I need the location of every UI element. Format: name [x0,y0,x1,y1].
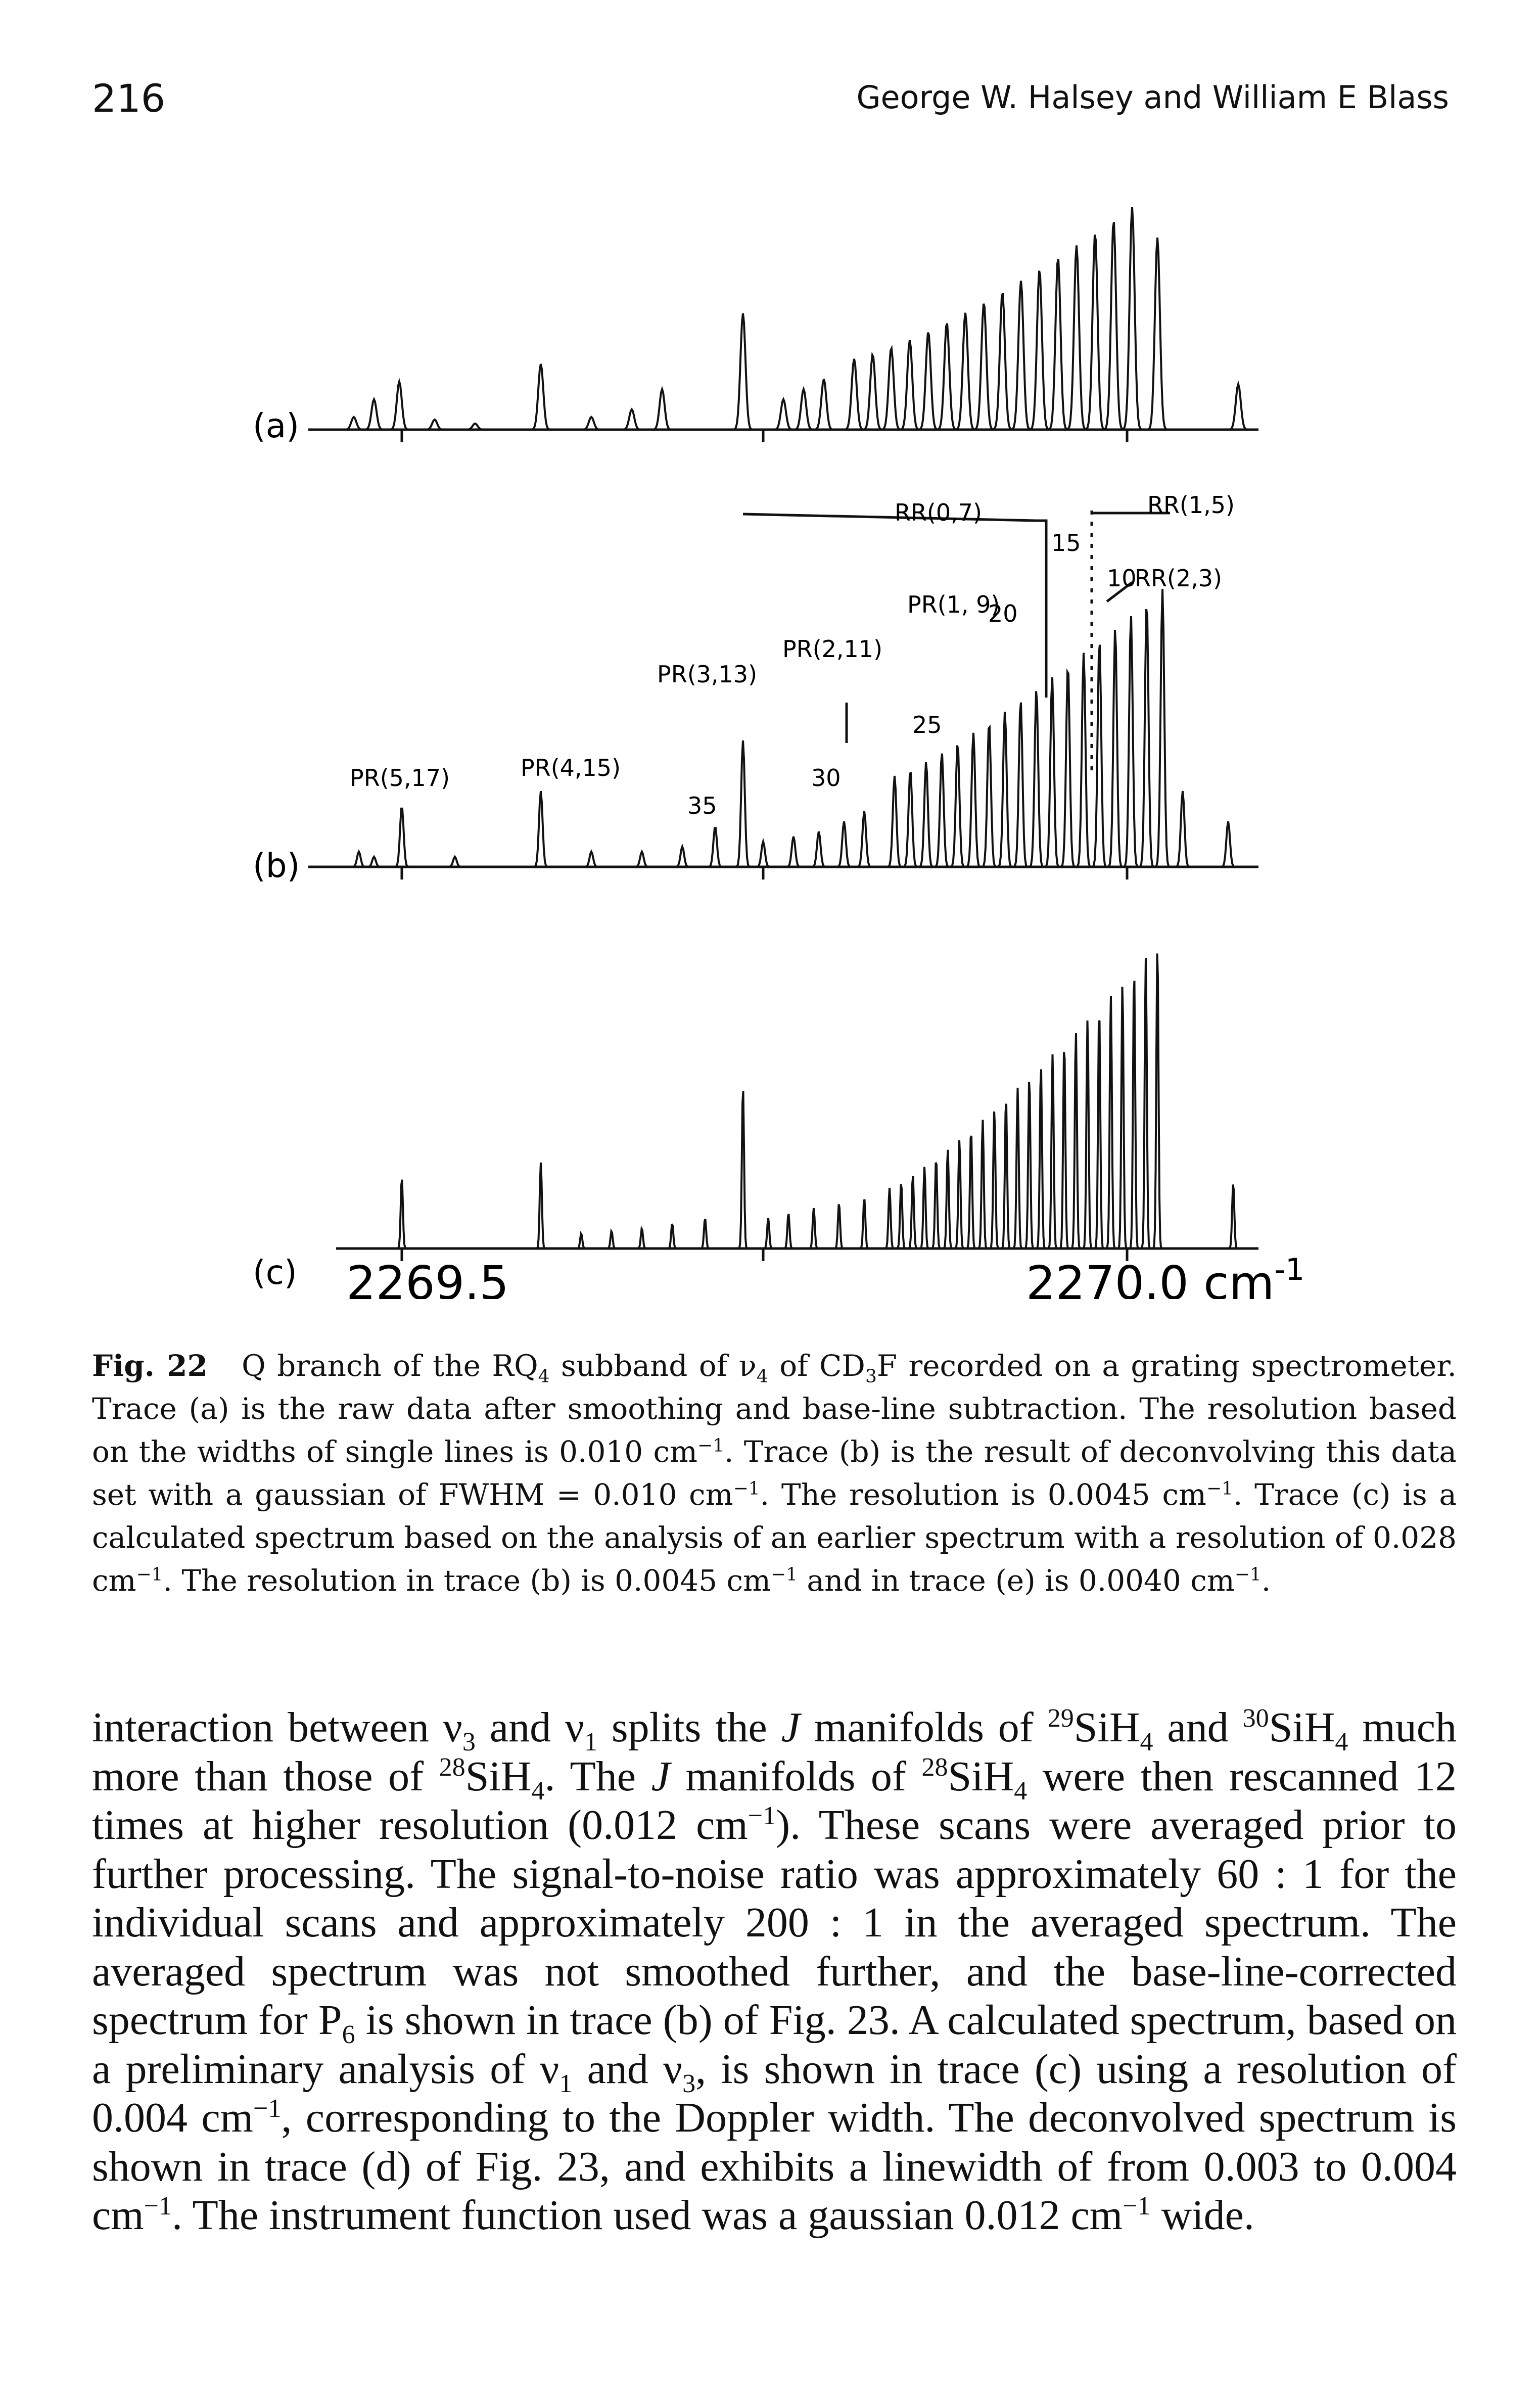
caption-figure-label: Fig. 22 [92,1349,208,1383]
peak-label-rr23: RR(2,3) [1135,565,1222,592]
tick-marks [400,430,1129,1261]
peak-label-n10: 10 [1107,565,1137,592]
peak-label-pr313: PR(3,13) [657,661,757,688]
peak-label-lines [742,511,1170,773]
body-paragraph: interaction between ν3 and ν1 splits the… [92,1704,1457,2239]
trace-b-spectrum [308,588,1258,868]
peak-label-pr517: PR(5,17) [350,764,450,792]
peak-label-rr15: RR(1,5) [1147,491,1235,519]
trace-c-spectrum [336,953,1258,1250]
peak-label-rr07: RR(0,7) [895,499,982,526]
peak-label-n30: 30 [811,764,841,792]
figure-caption: Fig. 22 Q branch of the RQ4 subband of ν… [92,1349,1457,1598]
peak-label-n25: 25 [912,711,942,738]
peak-label-pr415: PR(4,15) [521,754,621,781]
x-tick-left: 2269.5 [346,1256,509,1299]
peak-label-n15: 15 [1051,529,1081,557]
x-tick-right-unit-sup: -1 [1274,1252,1304,1287]
x-tick-right-value: 2270.0 cm [1026,1256,1274,1299]
trace-a-spectrum [308,207,1258,431]
x-tick-right: 2270.0 cm-1 [1026,1252,1304,1299]
page-number: 216 [92,76,166,121]
page-header: 216 George W. Halsey and William E Blass [0,76,1540,131]
peak-label-pr211: PR(2,11) [782,635,882,663]
trace-label-a: (a) [253,406,299,445]
peak-label-pr19: PR(1, 9) [907,591,1000,618]
spectrum-figure: (a) (b) (c) RR(0,7) RR(1,5) RR(2,3) PR(1… [253,207,1304,1299]
trace-label-b: (b) [253,846,300,885]
trace-label-c: (c) [253,1253,297,1292]
peak-label-n35: 35 [687,792,717,819]
running-head: George W. Halsey and William E Blass [856,79,1449,116]
peak-label-n20: 20 [988,600,1018,627]
